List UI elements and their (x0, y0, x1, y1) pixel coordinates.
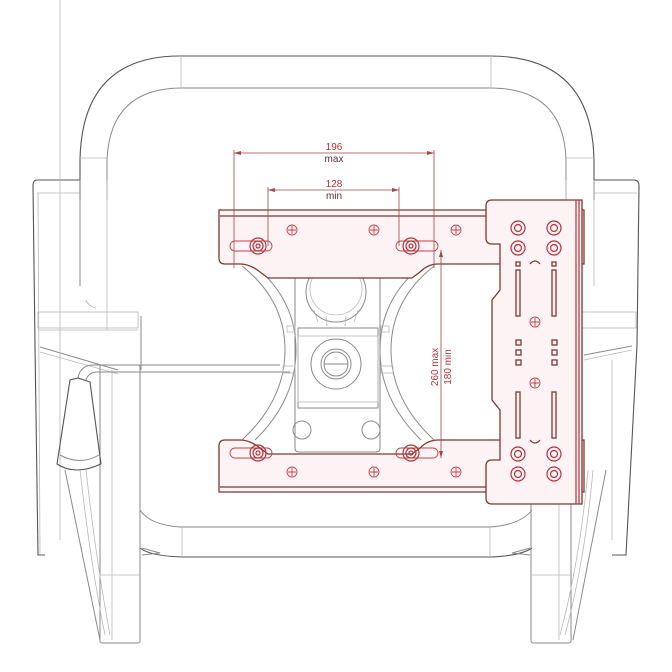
width-min-value: 128 (326, 179, 343, 190)
side-rail-bracket (485, 199, 583, 505)
cross-holes-bottom (286, 466, 462, 478)
bracket-small-squares (515, 339, 558, 366)
width-max-value: 196 (326, 142, 343, 153)
adjustment-lever (56, 364, 290, 471)
dimension-width-max: 196 max (233, 142, 435, 268)
bracket-bolts (510, 220, 562, 482)
width-min-label: min (326, 191, 342, 202)
slot-knob-left-bottom (229, 444, 273, 462)
cross-holes-top (286, 224, 462, 236)
slot-knob-left-top (229, 237, 273, 255)
seat-cushion (79, 55, 595, 558)
bracket-slots (515, 261, 557, 439)
width-max-label: max (325, 154, 344, 165)
left-armrest (32, 0, 142, 644)
dimension-length: 260 max 180 min (430, 250, 454, 458)
length-min-label: 180 min (443, 349, 454, 385)
swivel-mechanism (241, 261, 435, 453)
swivel-lock (310, 338, 362, 390)
length-max-label: 260 max (430, 348, 441, 386)
bracket-cross-holes (529, 316, 541, 389)
slot-knob-right-bottom (395, 444, 439, 462)
dimension-width-min: 128 min (267, 179, 400, 246)
slot-knob-right-top (395, 237, 439, 255)
